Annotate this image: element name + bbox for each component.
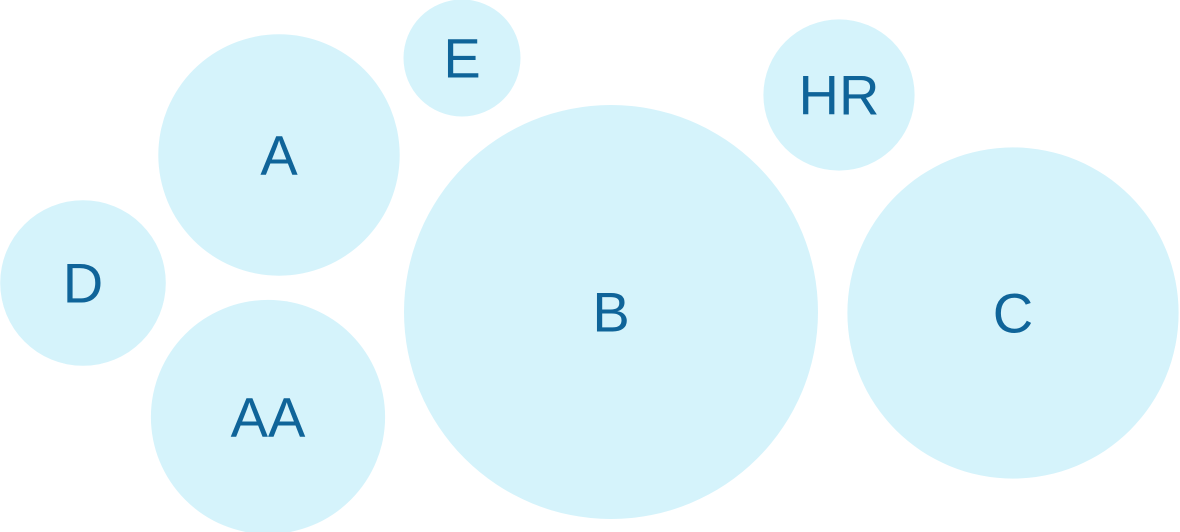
bubble-circle-aa[interactable]: [150, 299, 386, 532]
bubble-label-c: C: [993, 282, 1033, 345]
bubble-circle-b[interactable]: [404, 105, 818, 519]
bubble-label-e: E: [443, 27, 480, 90]
bubble-c[interactable]: C: [847, 147, 1179, 479]
bubble-e[interactable]: E: [403, 0, 521, 117]
bubble-label-b: B: [592, 281, 629, 344]
bubble-label-d: D: [63, 252, 103, 315]
bubble-label-a: A: [260, 124, 298, 187]
bubble-hr[interactable]: HR: [763, 19, 915, 171]
bubble-circle-c[interactable]: [847, 147, 1179, 479]
bubble-circle-a[interactable]: [158, 34, 400, 276]
bubble-d[interactable]: D: [0, 200, 166, 366]
bubble-b[interactable]: B: [404, 105, 818, 519]
bubble-aa[interactable]: AA: [150, 299, 386, 532]
bubble-circle-d[interactable]: [0, 200, 166, 366]
bubble-label-aa: AA: [231, 386, 306, 449]
bubble-a[interactable]: A: [158, 34, 400, 276]
bubble-circle-hr[interactable]: [763, 19, 915, 171]
bubble-circle-e[interactable]: [403, 0, 521, 117]
bubble-label-hr: HR: [799, 64, 880, 127]
